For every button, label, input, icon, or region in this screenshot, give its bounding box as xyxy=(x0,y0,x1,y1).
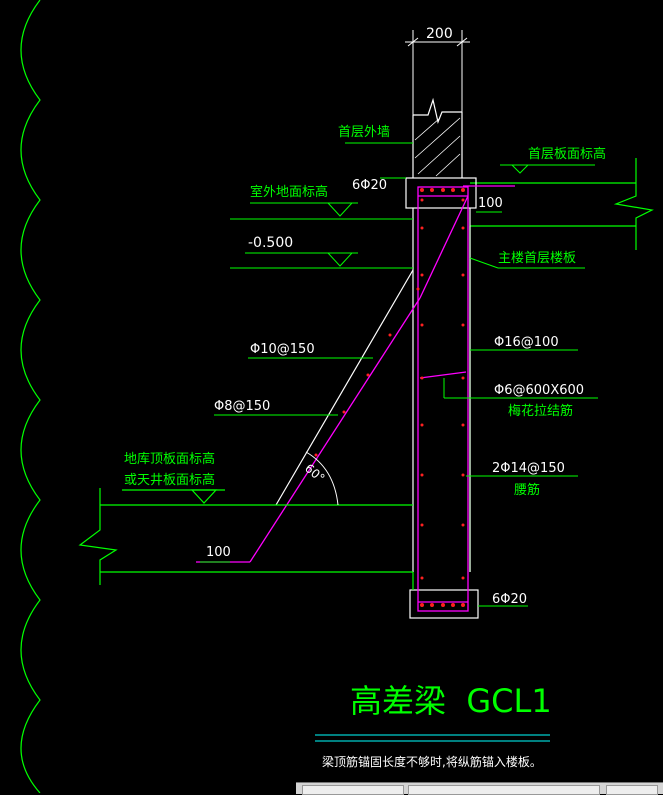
label-top-rebar: 6Φ20 xyxy=(352,178,387,193)
status-slot-1[interactable] xyxy=(302,785,404,795)
label-angle: 60° xyxy=(302,461,327,485)
outdoor-ground-elev-mark xyxy=(230,202,413,269)
label-basement-roof-elev-2: 或天井板面标高 xyxy=(124,472,215,488)
rebar-dots xyxy=(314,188,465,607)
label-main-floor-slab: 主楼首层楼板 xyxy=(498,251,576,266)
label-first-floor-slab-elev: 首层板面标高 xyxy=(528,146,606,162)
dimension-top-width xyxy=(405,30,470,120)
label-bottom-rebar: 6Φ20 xyxy=(492,592,527,607)
drawing-note: 梁顶筋锚固长度不够时,将纵筋锚入楼板。 xyxy=(322,754,542,769)
label-ground-wall: 首层外墙 xyxy=(338,125,390,140)
drawing-title: 高差梁 GCL1 xyxy=(350,682,552,720)
first-floor-slab xyxy=(469,158,654,572)
label-stirrup: Φ16@100 xyxy=(494,335,559,350)
leader-lines xyxy=(200,142,598,607)
beam-outline xyxy=(405,177,479,619)
label-tie-bar: Φ6@600X600 xyxy=(494,383,584,398)
revision-cloud-border xyxy=(20,0,41,793)
slope-rebar xyxy=(196,195,469,563)
label-waist-bar: 2Φ14@150 xyxy=(492,461,565,476)
angle-arc xyxy=(305,451,339,506)
label-tie-bar-desc: 梅花拉结筋 xyxy=(508,403,573,419)
label-slope-rebar-2: Φ8@150 xyxy=(214,399,270,414)
label-outdoor-ground-elev: 室外地面标高 xyxy=(250,184,328,200)
ground-wall xyxy=(412,97,463,178)
label-waist-bar-desc: 腰筋 xyxy=(514,482,540,498)
status-slot-2[interactable] xyxy=(408,785,600,795)
beam-reinforcement-cage xyxy=(417,185,515,612)
label-basement-roof-elev-1: 地库顶板面标高 xyxy=(124,451,215,467)
label-cover-top: 100 xyxy=(478,196,503,211)
wall-hatch xyxy=(414,117,461,177)
dimension-top-width-label: 200 xyxy=(426,26,453,42)
label-cover-bottom: 100 xyxy=(206,545,231,560)
slope-face xyxy=(275,269,414,506)
first-floor-slab-elev-mark xyxy=(500,164,595,174)
status-slot-3[interactable] xyxy=(606,785,658,795)
label-elev-value: -0.500 xyxy=(248,235,293,251)
basement-slab xyxy=(78,488,414,590)
status-bar xyxy=(296,782,663,795)
label-slope-rebar-1: Φ10@150 xyxy=(250,342,315,357)
